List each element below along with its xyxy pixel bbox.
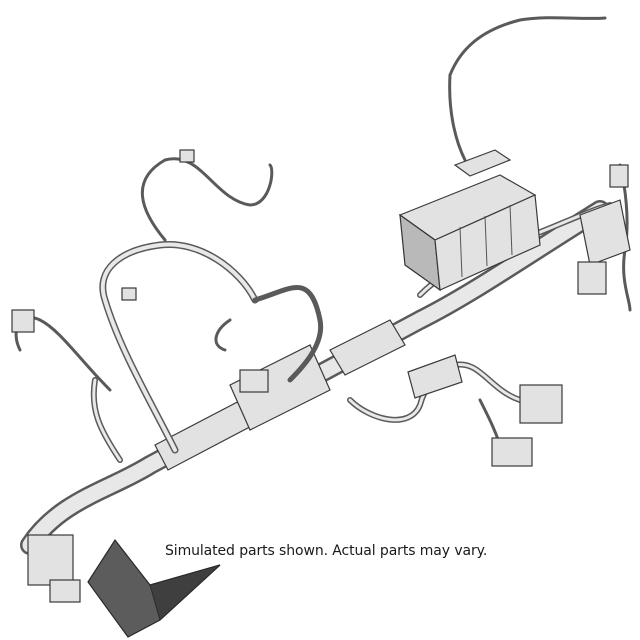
left-harness-branches	[14, 157, 324, 463]
mounting-bracket	[87, 538, 221, 638]
right-connector-cluster	[407, 164, 631, 467]
junction-box	[398, 149, 541, 292]
disclaimer-caption: Simulated parts shown. Actual parts may …	[165, 543, 488, 559]
lower-left-connectors	[11, 149, 269, 603]
